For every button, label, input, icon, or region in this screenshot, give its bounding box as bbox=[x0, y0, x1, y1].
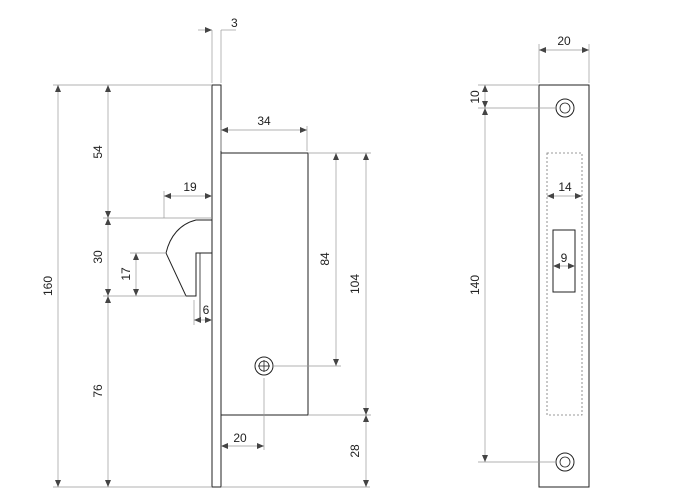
label-case-height: 104 bbox=[348, 274, 362, 294]
latch-tongue bbox=[165, 219, 212, 297]
bolt-hole bbox=[552, 229, 576, 293]
side-view: 3 160 54 30 76 17 19 6 34 84 104 28 20 bbox=[41, 16, 371, 488]
lock-case-body bbox=[221, 152, 309, 416]
faceplate-front bbox=[538, 84, 590, 488]
latch-opening-outline bbox=[546, 152, 583, 416]
label-slot-width: 14 bbox=[558, 180, 572, 194]
label-bottom-margin: 28 bbox=[348, 444, 362, 458]
label-backset: 34 bbox=[257, 114, 271, 128]
front-view: 20 10 140 14 9 bbox=[468, 34, 590, 488]
label-latch-offset: 6 bbox=[203, 303, 210, 317]
label-latch-projection: 19 bbox=[183, 180, 197, 194]
label-spindle-offset: 20 bbox=[233, 431, 247, 445]
label-faceplate-thickness: 3 bbox=[231, 16, 238, 30]
bottom-screw-hole bbox=[555, 452, 575, 472]
label-bolt-hole-width: 9 bbox=[561, 251, 568, 265]
label-lower-from-latch: 76 bbox=[91, 384, 105, 398]
label-screw-offset: 10 bbox=[468, 90, 482, 104]
label-screw-spacing: 140 bbox=[468, 275, 482, 295]
label-latch-height: 30 bbox=[91, 250, 105, 264]
label-total-height: 160 bbox=[41, 276, 55, 296]
label-spindle-to-top: 84 bbox=[318, 252, 332, 266]
spindle-hub bbox=[254, 356, 274, 376]
label-upper-to-latch: 54 bbox=[91, 145, 105, 159]
top-screw-hole bbox=[555, 98, 575, 118]
faceplate-side bbox=[211, 84, 222, 488]
label-latch-inner-height: 17 bbox=[119, 267, 133, 281]
label-faceplate-width: 20 bbox=[557, 34, 571, 48]
